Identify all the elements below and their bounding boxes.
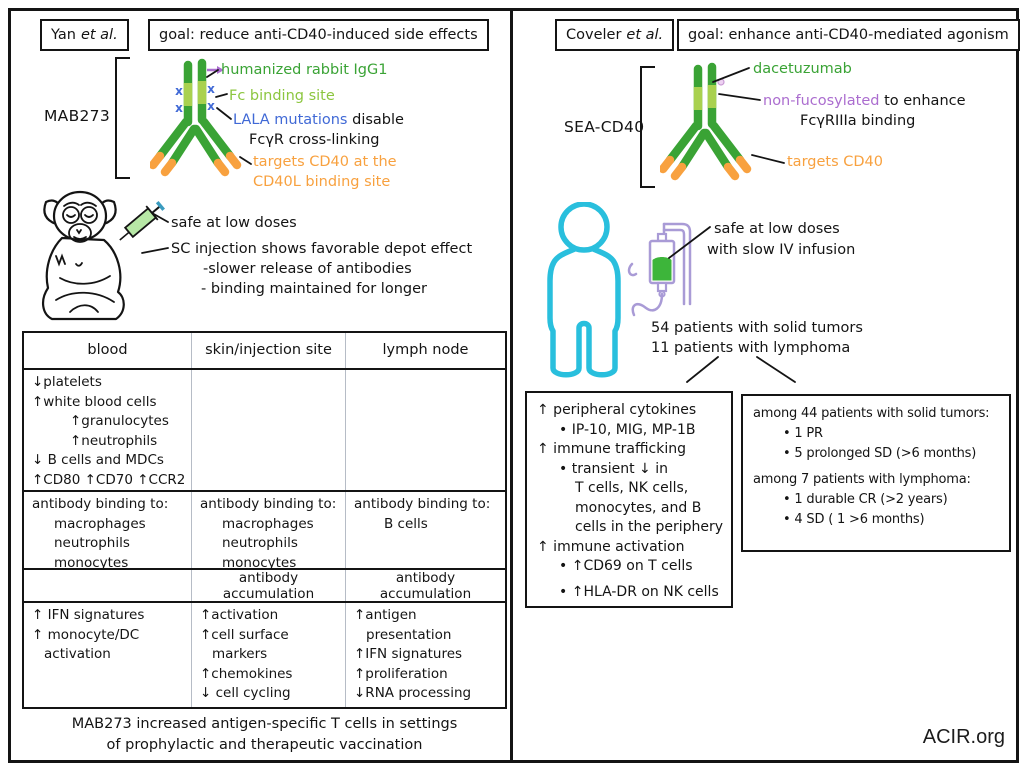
label-humanized-igg1: humanized rabbit IgG1: [221, 62, 388, 78]
yan-authors-name: Yan: [51, 27, 76, 43]
mab273-conclusion-line2: of prophylactic and therapeutic vaccinat…: [106, 737, 423, 753]
iv-infusion-illustration: [627, 222, 692, 317]
coveler-authors-etal: et al.: [626, 27, 664, 43]
lala-mutation-marks: xx xx: [175, 82, 215, 115]
table-row-transcriptional-changes: ↑ IFN signatures ↑ monocyte/DC activatio…: [24, 603, 505, 707]
clinical-outcomes-box: among 44 patients with solid tumors: • 1…: [741, 394, 1011, 552]
glycan-site-mark: [717, 78, 725, 86]
table-row-antibody-accumulation: antibody accumulation antibody accumulat…: [24, 570, 505, 603]
patient-illustration: [547, 202, 621, 378]
label-lala-mutations: LALA mutations disable: [233, 112, 404, 128]
label-fcgr-crosslinking: FcγR cross-linking: [249, 132, 380, 148]
immune-effects-box: ↑ peripheral cytokines • IP-10, MIG, MP-…: [525, 391, 733, 608]
mab273-results-table: blood skin/injection site lymph node ↓pl…: [22, 331, 507, 709]
yan-authors-etal: et al.: [80, 27, 118, 43]
coveler-goal-box: goal: enhance anti-CD40-mediated agonism: [677, 19, 1020, 51]
label-fcgriiia-binding: FcγRIIIa binding: [800, 113, 916, 129]
infusion-fluid: [652, 257, 672, 281]
col-header-skin: skin/injection site: [192, 333, 346, 368]
coveler-authors-box: Coveler et al.: [555, 19, 675, 51]
mab273-antibody-illustration: xx xx: [150, 58, 242, 177]
cohort-solid-tumors: 54 patients with solid tumors: [651, 320, 863, 336]
note-sc-injection: SC injection shows favorable depot effec…: [171, 241, 473, 257]
svg-text:x: x: [175, 101, 183, 115]
coveler-authors-name: Coveler: [566, 27, 622, 43]
acir-brand: ACIR.org: [922, 726, 1005, 748]
sea-cd40-label: SEA-CD40: [564, 118, 645, 136]
yan-goal-box: goal: reduce anti-CD40-induced side effe…: [148, 19, 489, 51]
col-header-lymph: lymph node: [382, 341, 469, 358]
outer-frame: [8, 8, 1019, 763]
svg-text:x: x: [207, 99, 215, 113]
note-safe-low-doses: safe at low doses: [171, 215, 297, 231]
note-binding-maintained: - binding maintained for longer: [201, 281, 427, 297]
label-targets-cd40-line2: CD40L binding site: [253, 174, 391, 190]
cd40-binding-tips: [150, 151, 242, 177]
mab273-label: MAB273: [44, 107, 110, 125]
note-iv-safe-line2: with slow IV infusion: [707, 242, 856, 258]
svg-text:x: x: [207, 82, 215, 96]
fc-binding-site-band: [183, 81, 207, 106]
table-row-cell-changes: ↓platelets ↑white blood cells ↑granulocy…: [24, 370, 505, 492]
label-non-fucosylated: non-fucosylated to enhance: [763, 93, 966, 109]
syringe-icon: [119, 200, 165, 241]
cd40-binding-tips: [660, 155, 752, 181]
panel-divider: [510, 8, 513, 760]
note-slower-release: -slower release of antibodies: [203, 261, 412, 277]
yan-authors-box: Yan et al.: [40, 19, 129, 51]
label-targets-cd40-line1: targets CD40 at the: [253, 154, 397, 170]
label-fc-binding-site: Fc binding site: [229, 88, 335, 104]
cohort-lymphoma: 11 patients with lymphoma: [651, 340, 851, 356]
col-header-blood: blood: [24, 333, 192, 368]
note-iv-safe-line1: safe at low doses: [714, 221, 840, 237]
monkey-illustration: [42, 190, 165, 321]
label-dacetuzumab: dacetuzumab: [753, 61, 852, 77]
sea-cd40-bracket: [640, 66, 655, 188]
table-row-antibody-binding: antibody binding to: macrophages neutrop…: [24, 492, 505, 570]
mab273-conclusion-line1: MAB273 increased antigen-specific T cell…: [71, 716, 458, 732]
fc-region-band: [693, 85, 717, 110]
sea-cd40-antibody-illustration: [660, 62, 752, 181]
label-targets-cd40: targets CD40: [787, 154, 883, 170]
table-header-row: blood skin/injection site lymph node: [24, 333, 505, 370]
mab273-bracket: [115, 57, 130, 179]
svg-text:x: x: [175, 84, 183, 98]
